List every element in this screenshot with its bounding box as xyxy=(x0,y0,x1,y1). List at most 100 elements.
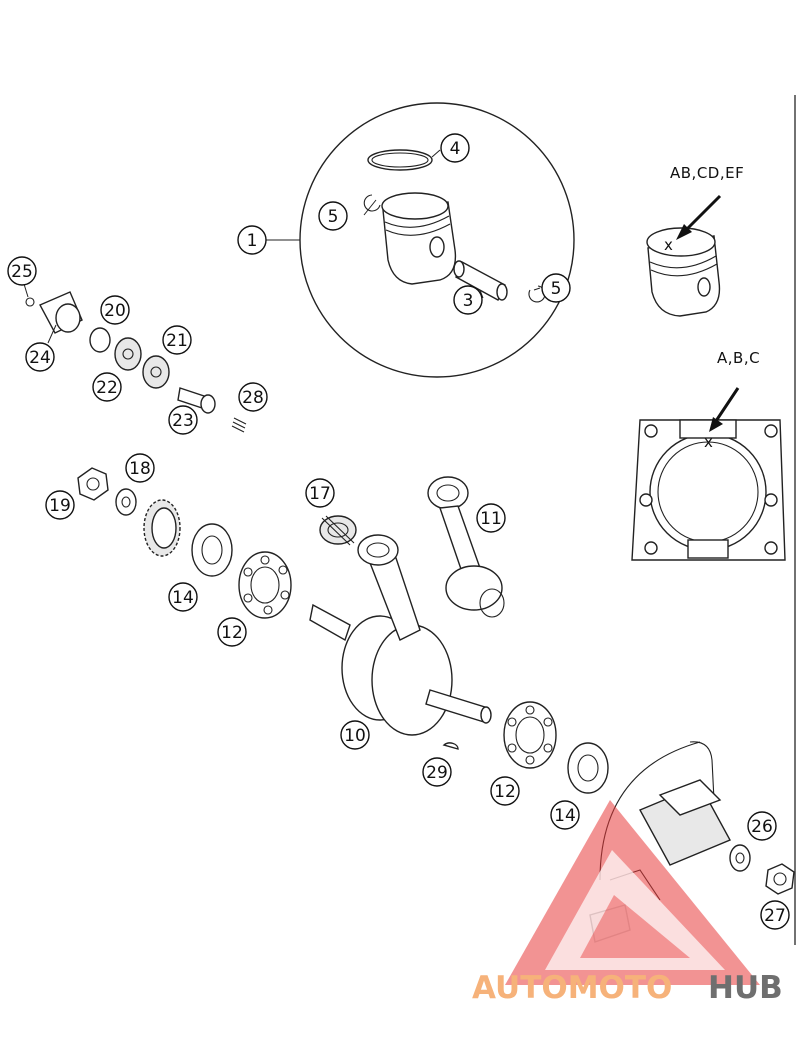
callout-c14a: 14 xyxy=(168,582,198,612)
callout-c21: 21 xyxy=(162,325,192,355)
callout-number: 5 xyxy=(551,279,562,299)
watermark-text-automoto: AUTOMOTO xyxy=(472,970,672,1006)
marked-piston: x xyxy=(646,194,722,317)
cylinder-arrow xyxy=(712,387,740,425)
callout-number: 14 xyxy=(554,806,576,826)
callout-c22: 22 xyxy=(92,372,122,402)
callout-c23: 23 xyxy=(168,405,198,435)
callout-c5b: 5 xyxy=(541,273,571,303)
piston-ring xyxy=(367,149,433,171)
callout-circle xyxy=(238,382,268,412)
callout-number: 11 xyxy=(480,509,502,529)
callout-number: 3 xyxy=(463,291,474,311)
main-bearing-right xyxy=(503,701,557,769)
callout-circle xyxy=(340,720,370,750)
piston-arrow xyxy=(682,194,722,234)
callout-c17: 17 xyxy=(305,478,335,508)
callout-number: 28 xyxy=(242,388,264,408)
callout-number: 27 xyxy=(764,906,786,926)
callout-circle xyxy=(476,503,506,533)
watermark-text-hub: HUB xyxy=(708,970,783,1006)
piston xyxy=(381,192,457,285)
callout-circle xyxy=(453,285,483,315)
piston-pin xyxy=(453,260,508,301)
callout-circle xyxy=(760,900,790,930)
callout-number: 20 xyxy=(104,301,126,321)
callout-circle xyxy=(237,225,267,255)
callout-c10: 10 xyxy=(340,720,370,750)
callout-number: 17 xyxy=(309,484,331,504)
callout-number: 22 xyxy=(96,378,118,398)
callout-circle xyxy=(490,776,520,806)
callout-c12b: 12 xyxy=(490,776,520,806)
callout-number: 29 xyxy=(426,763,448,783)
cylinder-mark-x: x xyxy=(704,433,713,451)
callout-number: 14 xyxy=(172,588,194,608)
callout-circle xyxy=(162,325,192,355)
connecting-rod xyxy=(427,476,505,618)
callout-c25: 25 xyxy=(7,256,37,286)
callout-c28: 28 xyxy=(238,382,268,412)
callout-c18: 18 xyxy=(125,453,155,483)
callout-circle xyxy=(125,453,155,483)
cylinder-top-view: x xyxy=(631,387,786,561)
callout-circle xyxy=(100,295,130,325)
callout-number: 21 xyxy=(166,331,188,351)
callout-circle xyxy=(318,201,348,231)
callout-number: 5 xyxy=(328,207,339,227)
callout-c3: 3 xyxy=(453,285,483,315)
callout-number: 4 xyxy=(450,139,461,159)
callout-number: 19 xyxy=(49,496,71,516)
piston-detail-group xyxy=(266,102,575,378)
leader-lines xyxy=(23,149,541,344)
callout-c26: 26 xyxy=(747,811,777,841)
callout-circle xyxy=(747,811,777,841)
callout-number: 18 xyxy=(129,459,151,479)
callout-number: 25 xyxy=(11,262,33,282)
callout-c20: 20 xyxy=(100,295,130,325)
callout-c1: 1 xyxy=(237,225,267,255)
callout-number: 10 xyxy=(344,726,366,746)
callout-circle xyxy=(25,342,55,372)
callout-circle xyxy=(168,405,198,435)
callout-c4: 4 xyxy=(440,133,470,163)
callout-circle xyxy=(440,133,470,163)
callout-c12a: 12 xyxy=(217,617,247,647)
callout-number: 24 xyxy=(29,348,51,368)
callout-c11: 11 xyxy=(476,503,506,533)
callout-number: 23 xyxy=(172,411,194,431)
callout-circle xyxy=(217,617,247,647)
callout-circle xyxy=(305,478,335,508)
callout-number: 1 xyxy=(247,231,258,251)
piston-mark-x: x xyxy=(664,236,673,254)
callout-c29: 29 xyxy=(422,757,452,787)
callout-circle xyxy=(92,372,122,402)
main-bearing-left xyxy=(238,551,292,619)
piston-code-label: AB,CD,EF xyxy=(670,164,744,182)
callout-circle xyxy=(550,800,580,830)
callout-circle xyxy=(541,273,571,303)
callout-c5a: 5 xyxy=(318,201,348,231)
needle-bearing xyxy=(319,515,357,546)
crankshaft xyxy=(309,534,492,736)
woodruff-key xyxy=(442,742,459,750)
callout-circle xyxy=(7,256,37,286)
crank-gear-parts xyxy=(77,467,233,577)
flywheel-nut-parts xyxy=(729,844,795,895)
shaft-seal-right xyxy=(567,742,609,794)
callout-c27: 27 xyxy=(760,900,790,930)
callout-number: 12 xyxy=(494,782,516,802)
watermark-logo: AUTOMOTO HUB xyxy=(472,800,783,1006)
balancer-small-parts xyxy=(25,291,247,433)
callout-c24: 24 xyxy=(25,342,55,372)
callout-number: 12 xyxy=(221,623,243,643)
callout-c14b: 14 xyxy=(550,800,580,830)
callout-circle xyxy=(422,757,452,787)
cylinder-code-label: A,B,C xyxy=(717,349,760,367)
callout-circle xyxy=(168,582,198,612)
callout-c19: 19 xyxy=(45,490,75,520)
callout-circle xyxy=(45,490,75,520)
callout-number: 26 xyxy=(751,817,773,837)
